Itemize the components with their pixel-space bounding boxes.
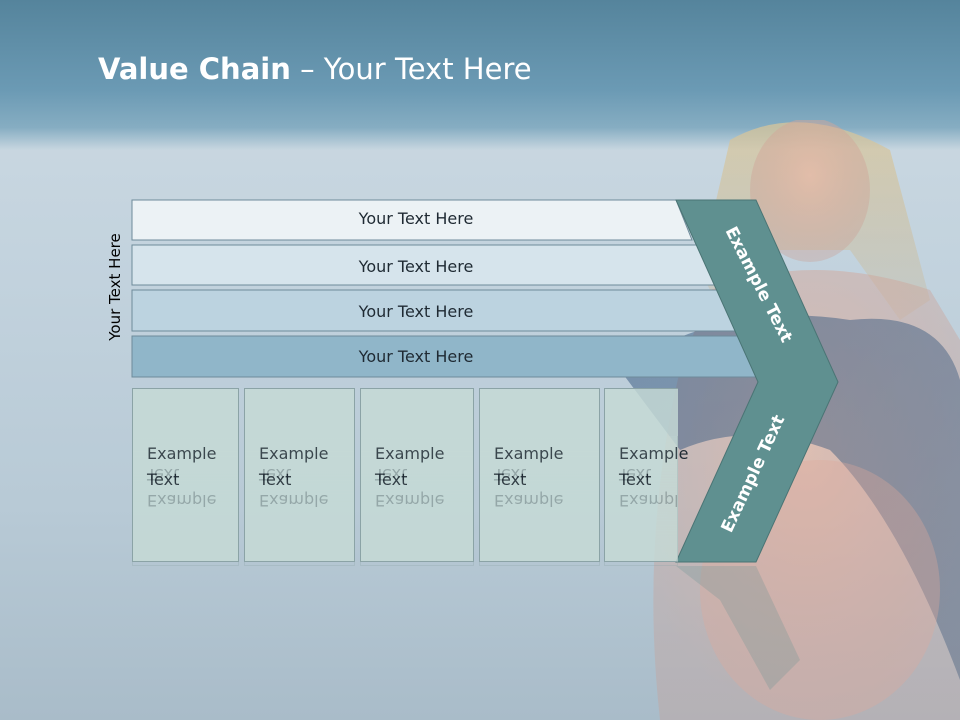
example-box-1-line1: Example [147, 444, 216, 463]
slide-title: Value Chain – Your Text Here [98, 52, 532, 86]
chevron-reflection [676, 566, 800, 690]
bar-3-label: Your Text Here [358, 302, 474, 321]
example-box-5-line2: Text [619, 470, 651, 489]
example-box-1-line2: Text [147, 470, 179, 489]
bar-4-label: Your Text Here [358, 347, 474, 366]
example-box-2-line1: Example [259, 444, 328, 463]
bar-2: Your Text Here [131, 244, 717, 286]
bar-3: Your Text Here [131, 289, 741, 332]
example-box-5-line1: Example [619, 444, 688, 463]
example-box-4-line2: Text [494, 470, 526, 489]
bar-4: Your Text Here [131, 335, 765, 378]
bar-1: Your Text Here [131, 199, 693, 241]
example-box-4-line1: Example [494, 444, 563, 463]
example-box-3-line2: Text [375, 470, 407, 489]
example-box-2-line2: Text [259, 470, 291, 489]
bar-1-label: Your Text Here [358, 209, 474, 228]
chevron-arrow [675, 199, 839, 563]
bar-2-label: Your Text Here [358, 257, 474, 276]
example-box-3-line1: Example [375, 444, 444, 463]
bar-1-shape [131, 199, 693, 241]
